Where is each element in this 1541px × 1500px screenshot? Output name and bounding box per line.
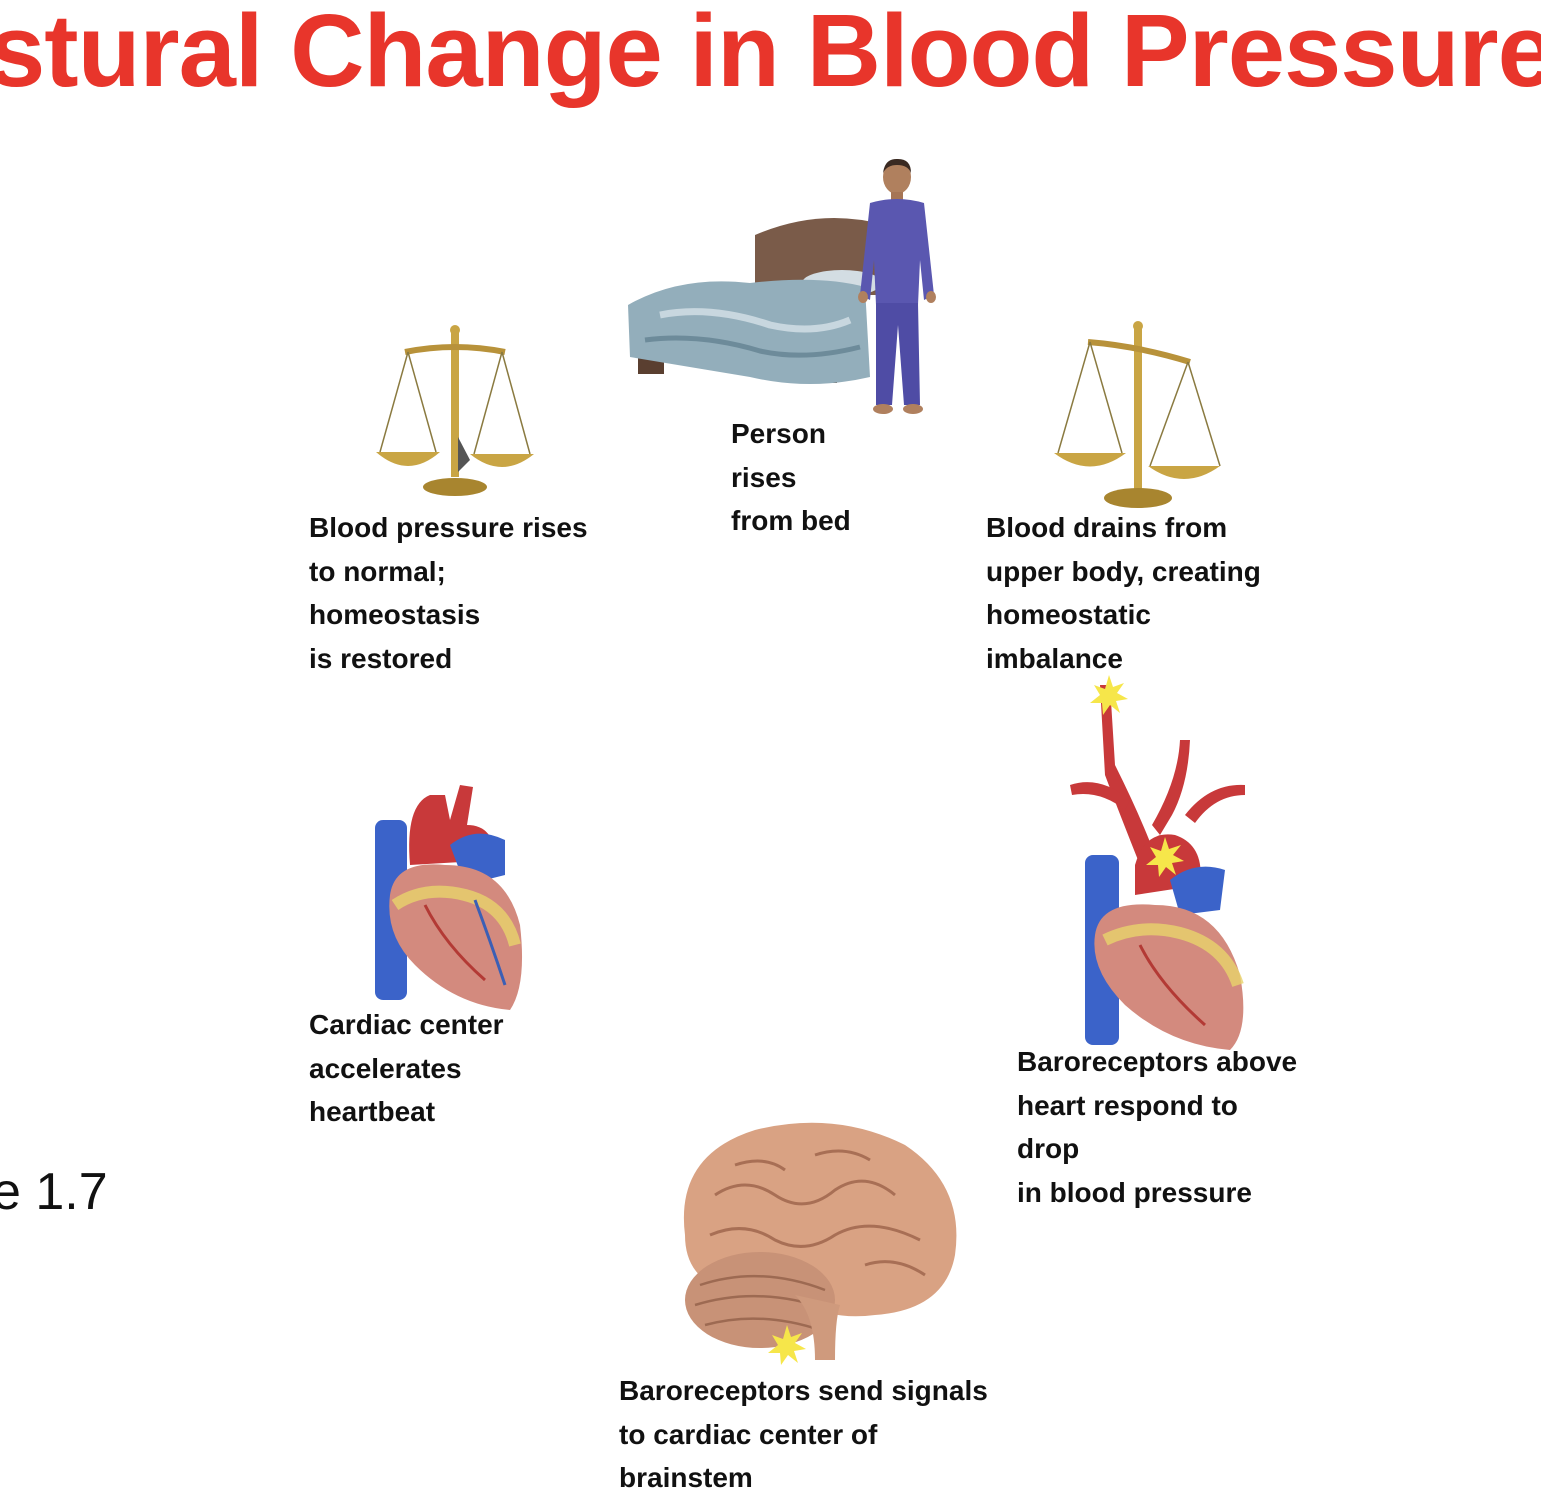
blanket-fold	[644, 335, 861, 358]
step-cardiac-center-caption: Cardiac center accelerates heartbeat	[309, 1003, 504, 1134]
coronary-vessel	[1138, 944, 1206, 1027]
caption-line: homeostasis	[309, 599, 481, 630]
coronary-vessel	[473, 899, 507, 986]
scale-pan	[376, 452, 440, 466]
signal-burst-icon	[1146, 837, 1184, 877]
person-head	[883, 160, 911, 194]
person-rising-from-bed-illustration	[628, 158, 936, 414]
person-foot	[903, 404, 923, 414]
step-person-rises-caption: Person rises from bed	[731, 412, 851, 543]
caption-line: to normal;	[309, 555, 446, 587]
person-pajama-pants	[876, 303, 920, 405]
balanced-scale-icon	[376, 325, 534, 496]
person-pajama-top	[860, 199, 934, 305]
caption-line: homeostatic	[986, 599, 1151, 630]
carotid-artery	[1152, 740, 1190, 835]
caption-line: to cardiac center of	[619, 1418, 878, 1450]
person	[858, 158, 936, 414]
bed-blanket	[628, 279, 870, 384]
pulmonary-artery	[1170, 866, 1225, 915]
caption-line: Blood pressure rises	[309, 512, 588, 543]
step-baroreceptors-signal-caption: Baroreceptors send signals to cardiac ce…	[619, 1369, 988, 1500]
person-hand	[926, 291, 936, 303]
person-hand	[858, 291, 868, 303]
scale-pan	[1054, 453, 1126, 467]
caption-line: Cardiac center	[309, 1009, 504, 1040]
scale-beam	[404, 344, 506, 355]
step-blood-drains-caption: Blood drains from upper body, creating h…	[986, 506, 1261, 680]
brain-illustration	[683, 1122, 957, 1365]
person-neck	[891, 192, 903, 201]
carotid-artery	[1070, 782, 1130, 810]
carotid-artery	[1185, 784, 1245, 823]
carotid-artery	[1100, 685, 1155, 865]
signal-burst-icon	[1090, 675, 1128, 715]
figure-label: e 1.7	[0, 1163, 108, 1221]
caption-line: from bed	[731, 505, 851, 536]
caption-line: Person	[731, 418, 826, 449]
scale-base	[1104, 488, 1172, 508]
scale-beam	[1087, 339, 1191, 365]
caption-line: in blood pressure	[1017, 1176, 1252, 1208]
caption-line: Baroreceptors send signals	[619, 1375, 988, 1406]
scale-pillar	[1134, 328, 1142, 493]
blanket-fold	[659, 308, 852, 333]
scale-pan	[1148, 466, 1220, 479]
caption-line: Blood drains from	[986, 512, 1228, 543]
heart-illustration	[375, 785, 523, 1010]
caption-line: upper body, creating	[986, 555, 1261, 587]
heart-baroreceptor-illustration	[1070, 675, 1245, 1050]
caption-line: rises	[731, 461, 797, 493]
unbalanced-scale-icon	[1054, 321, 1221, 508]
scale-pan	[470, 454, 534, 467]
heart-body	[389, 864, 523, 1010]
caption-line: heart respond to	[1017, 1089, 1238, 1121]
coronary-vessel	[423, 904, 486, 982]
scale-pillar	[451, 332, 459, 477]
caption-line: Baroreceptors above	[1017, 1046, 1298, 1077]
caption-line: brainstem	[619, 1462, 753, 1493]
person-foot	[873, 404, 893, 414]
step-bp-restored-caption: Blood pressure rises to normal; homeosta…	[309, 506, 588, 680]
step-baroreceptors-respond-caption: Baroreceptors above heart respond to dro…	[1017, 1040, 1297, 1214]
person-hair	[883, 158, 911, 173]
signal-burst-icon	[768, 1325, 806, 1365]
caption-line: is restored	[309, 642, 453, 674]
scale-base	[423, 478, 487, 496]
caption-line: imbalance	[986, 642, 1123, 674]
brainstem	[795, 1295, 840, 1360]
caption-line: heartbeat	[309, 1096, 436, 1127]
brain-gyri	[709, 1149, 926, 1277]
heart-fat	[1102, 923, 1244, 988]
caption-line: accelerates	[309, 1052, 462, 1084]
caption-line: drop	[1017, 1133, 1080, 1164]
scale-pointer	[458, 437, 470, 472]
page-title: stural Change in Blood Pressure	[0, 0, 1541, 108]
heart-fat	[391, 885, 521, 947]
